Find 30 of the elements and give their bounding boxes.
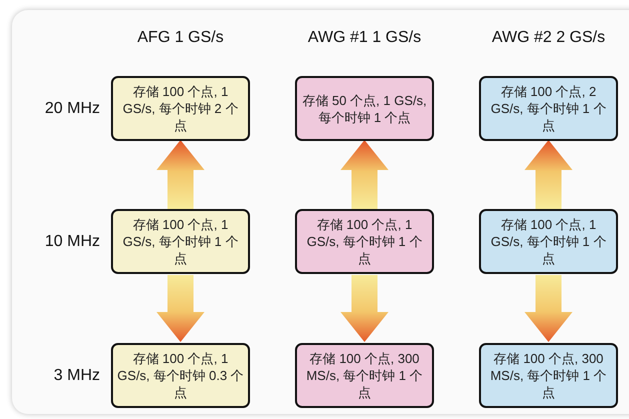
box-text: 存储 100 个点, 2 GS/s, 每个时钟 1 个点 — [490, 83, 608, 134]
process-box — [479, 209, 618, 274]
process-box — [479, 76, 618, 141]
box-text: 存储 100 个点, 1 GS/s, 每个时钟 0.3 个点 — [117, 350, 244, 401]
box-text: 存储 100 个点, 300 MS/s, 每个时钟 1 个点 — [305, 350, 424, 401]
block-arrow — [524, 275, 572, 342]
row-label: 3 MHz — [52, 366, 100, 386]
box-text: 存储 100 个点, 1 GS/s, 每个时钟 1 个点 — [122, 216, 240, 267]
process-box — [295, 209, 434, 274]
process-box — [111, 209, 250, 274]
process-box — [111, 343, 250, 408]
block-arrow — [156, 140, 204, 210]
row-label: 20 MHz — [44, 98, 100, 118]
block-arrow — [156, 275, 204, 342]
process-box — [295, 343, 434, 408]
process-box — [295, 76, 434, 141]
process-box — [479, 343, 618, 408]
box-text: 存储 100 个点, 300 MS/s, 每个时钟 1 个点 — [489, 350, 608, 401]
column-heading: AWG #1 1 GS/s — [306, 28, 422, 47]
box-text: 存储 100 个点, 1 GS/s, 每个时钟 2 个点 — [122, 83, 240, 134]
box-text: 存储 100 个点, 1 GS/s, 每个时钟 1 个点 — [306, 216, 424, 267]
box-text: 存储 100 个点, 1 GS/s, 每个时钟 1 个点 — [490, 216, 608, 267]
block-arrow — [340, 275, 388, 342]
column-heading: AWG #2 2 GS/s — [490, 28, 606, 47]
column-heading: AFG 1 GS/s — [136, 28, 225, 47]
block-arrow — [340, 140, 388, 210]
block-arrow — [524, 140, 572, 210]
box-text: 存储 50 个点, 1 GS/s, 每个时钟 1 个点 — [301, 92, 428, 126]
row-label: 10 MHz — [44, 232, 100, 252]
process-box — [111, 76, 250, 141]
